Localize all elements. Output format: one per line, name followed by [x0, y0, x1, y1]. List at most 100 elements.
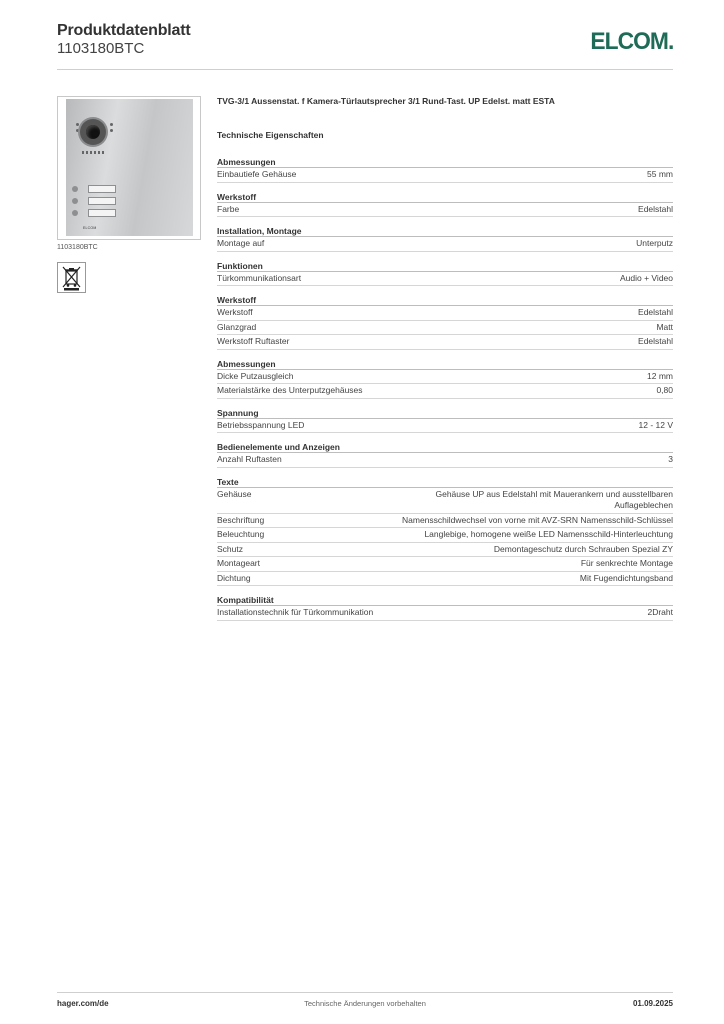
spec-label: Beschriftung [217, 514, 265, 525]
spec-label: Glanzgrad [217, 321, 257, 332]
call-button-1 [88, 185, 116, 193]
document-title: Produktdatenblatt [57, 22, 191, 39]
spec-row: Türkommunikationsart Audio + Video [217, 272, 673, 286]
door-station-panel: ELCOM [66, 99, 193, 236]
spec-group-title: Kompatibilität [217, 594, 673, 606]
page-footer: hager.com/de Technische Änderungen vorbe… [57, 992, 673, 1014]
spec-row: Farbe Edelstahl [217, 203, 673, 217]
spec-label: Gehäuse [217, 488, 252, 499]
spec-row: Montage auf Unterputz [217, 237, 673, 252]
button-led [72, 186, 78, 192]
camera-lens [86, 125, 100, 139]
spec-value: 55 mm [647, 169, 673, 179]
spec-table: Abmessungen Einbautiefe Gehäuse 55 mm Werks… [217, 156, 673, 629]
spec-value: Matt [656, 321, 673, 332]
spec-label: Beleuchtung [217, 529, 265, 539]
footer-date: 01.09.2025 [632, 999, 673, 1008]
speaker-grille [82, 151, 104, 154]
spec-group-title: Installation, Montage [217, 225, 673, 237]
spec-value: Für senkrechte Montage [580, 558, 673, 568]
spec-value: Audio + Video [619, 272, 673, 283]
button-led [72, 198, 78, 204]
spec-row: Dichtung Mit Fugendichtungsband [217, 572, 673, 586]
spec-value: Edelstahl [638, 336, 673, 346]
spec-value: Edelstahl [638, 203, 673, 214]
panel-brand-mark: ELCOM [83, 226, 97, 230]
spec-row: Montageart Für senkrechte Montage [217, 557, 673, 572]
spec-row: Installationstechnik für Türkommunikatio… [217, 606, 673, 621]
footer-notice: Technische Änderungen vorbehalten [304, 999, 426, 1008]
button-led [72, 210, 78, 216]
spec-row: Werkstoff Edelstahl [217, 306, 673, 321]
spec-label: Türkommunikationsart [217, 272, 302, 283]
spec-label: Anzahl Ruftasten [217, 454, 282, 464]
weee-crossed-bin-icon [57, 262, 86, 293]
spec-row: Gehäuse Gehäuse UP aus Edelstahl mit Maue… [217, 488, 673, 514]
spec-value: 2Draht [647, 607, 673, 617]
spec-group-title: Funktionen [217, 260, 673, 272]
spec-value: 12 mm [647, 370, 673, 381]
led-dot [110, 129, 113, 132]
spec-group-title: Texte [217, 476, 673, 488]
spec-row: Schutz Demontageschutz durch Schrauben Sp… [217, 543, 673, 557]
spec-label: Dichtung [217, 572, 251, 583]
spec-value: 0,80 [656, 385, 673, 395]
spec-label: Einbautiefe Gehäuse [217, 169, 297, 179]
section-heading: Technische Eigenschaften [217, 130, 324, 140]
spec-row: Glanzgrad Matt [217, 321, 673, 335]
spec-label: Betriebsspannung LED [217, 419, 305, 430]
spec-value: Mit Fugendichtungsband [579, 572, 673, 583]
product-title: TVG-3/1 Aussenstat. f Kamera-Türlautspre… [217, 96, 555, 106]
image-caption: 1103180BTC [57, 244, 98, 251]
spec-row: Einbautiefe Gehäuse 55 mm [217, 168, 673, 183]
spec-value: Edelstahl [638, 307, 673, 317]
spec-label: Dicke Putzausgleich [217, 370, 294, 381]
spec-group-title: Bedienelemente und Anzeigen [217, 441, 673, 453]
spec-group-title: Werkstoff [217, 191, 673, 203]
led-dot [76, 123, 79, 126]
page-header: Produktdatenblatt 1103180BTC ELCOM. [57, 20, 674, 70]
spec-row: Dicke Putzausgleich 12 mm [217, 370, 673, 384]
brand-logo: ELCOM. [590, 28, 674, 55]
spec-label: Farbe [217, 203, 240, 214]
led-dot [110, 123, 113, 126]
spec-row: Beleuchtung Langlebige, homogene weiße LE… [217, 528, 673, 543]
spec-value: Langlebige, homogene weiße LED Namenssch… [424, 529, 673, 539]
spec-value: Gehäuse UP aus Edelstahl mit Maueranker​… [435, 488, 673, 511]
article-number: 1103180BTC [57, 40, 145, 57]
spec-value: 3 [668, 454, 673, 464]
spec-row: Werkstoff Ruftaster Edelstahl [217, 335, 673, 350]
product-image: ELCOM [57, 96, 201, 240]
spec-row: Betriebsspannung LED 12 - 12 V [217, 419, 674, 433]
spec-group-title: Abmessungen [217, 358, 673, 370]
spec-label: Installationstechnik für Türkommunikatio… [217, 607, 374, 617]
spec-label: Werkstoff [217, 307, 253, 317]
spec-value: Unterputz [636, 238, 673, 248]
spec-label: Schutz [217, 543, 243, 554]
call-button-2 [88, 197, 116, 205]
spec-row: Anzahl Ruftasten 3 [217, 453, 673, 468]
spec-group-title: Werkstoff [217, 294, 673, 306]
spec-value: 12 - 12 V [638, 419, 674, 430]
led-dot [76, 129, 79, 132]
spec-value: Demontageschutz durch Schrauben Spezial … [493, 543, 673, 554]
spec-row: Beschriftung Namensschildwechsel von vorn… [217, 514, 673, 528]
spec-label: Montage auf [217, 238, 265, 248]
footer-website: hager.com/de [57, 999, 109, 1008]
call-button-3 [88, 209, 116, 217]
spec-value: Namensschildwechsel von vorne mit AVZ-SR… [402, 514, 673, 525]
camera-icon [80, 119, 106, 145]
spec-label: Werkstoff Ruftaster [217, 336, 290, 346]
spec-label: Montageart [217, 558, 260, 568]
